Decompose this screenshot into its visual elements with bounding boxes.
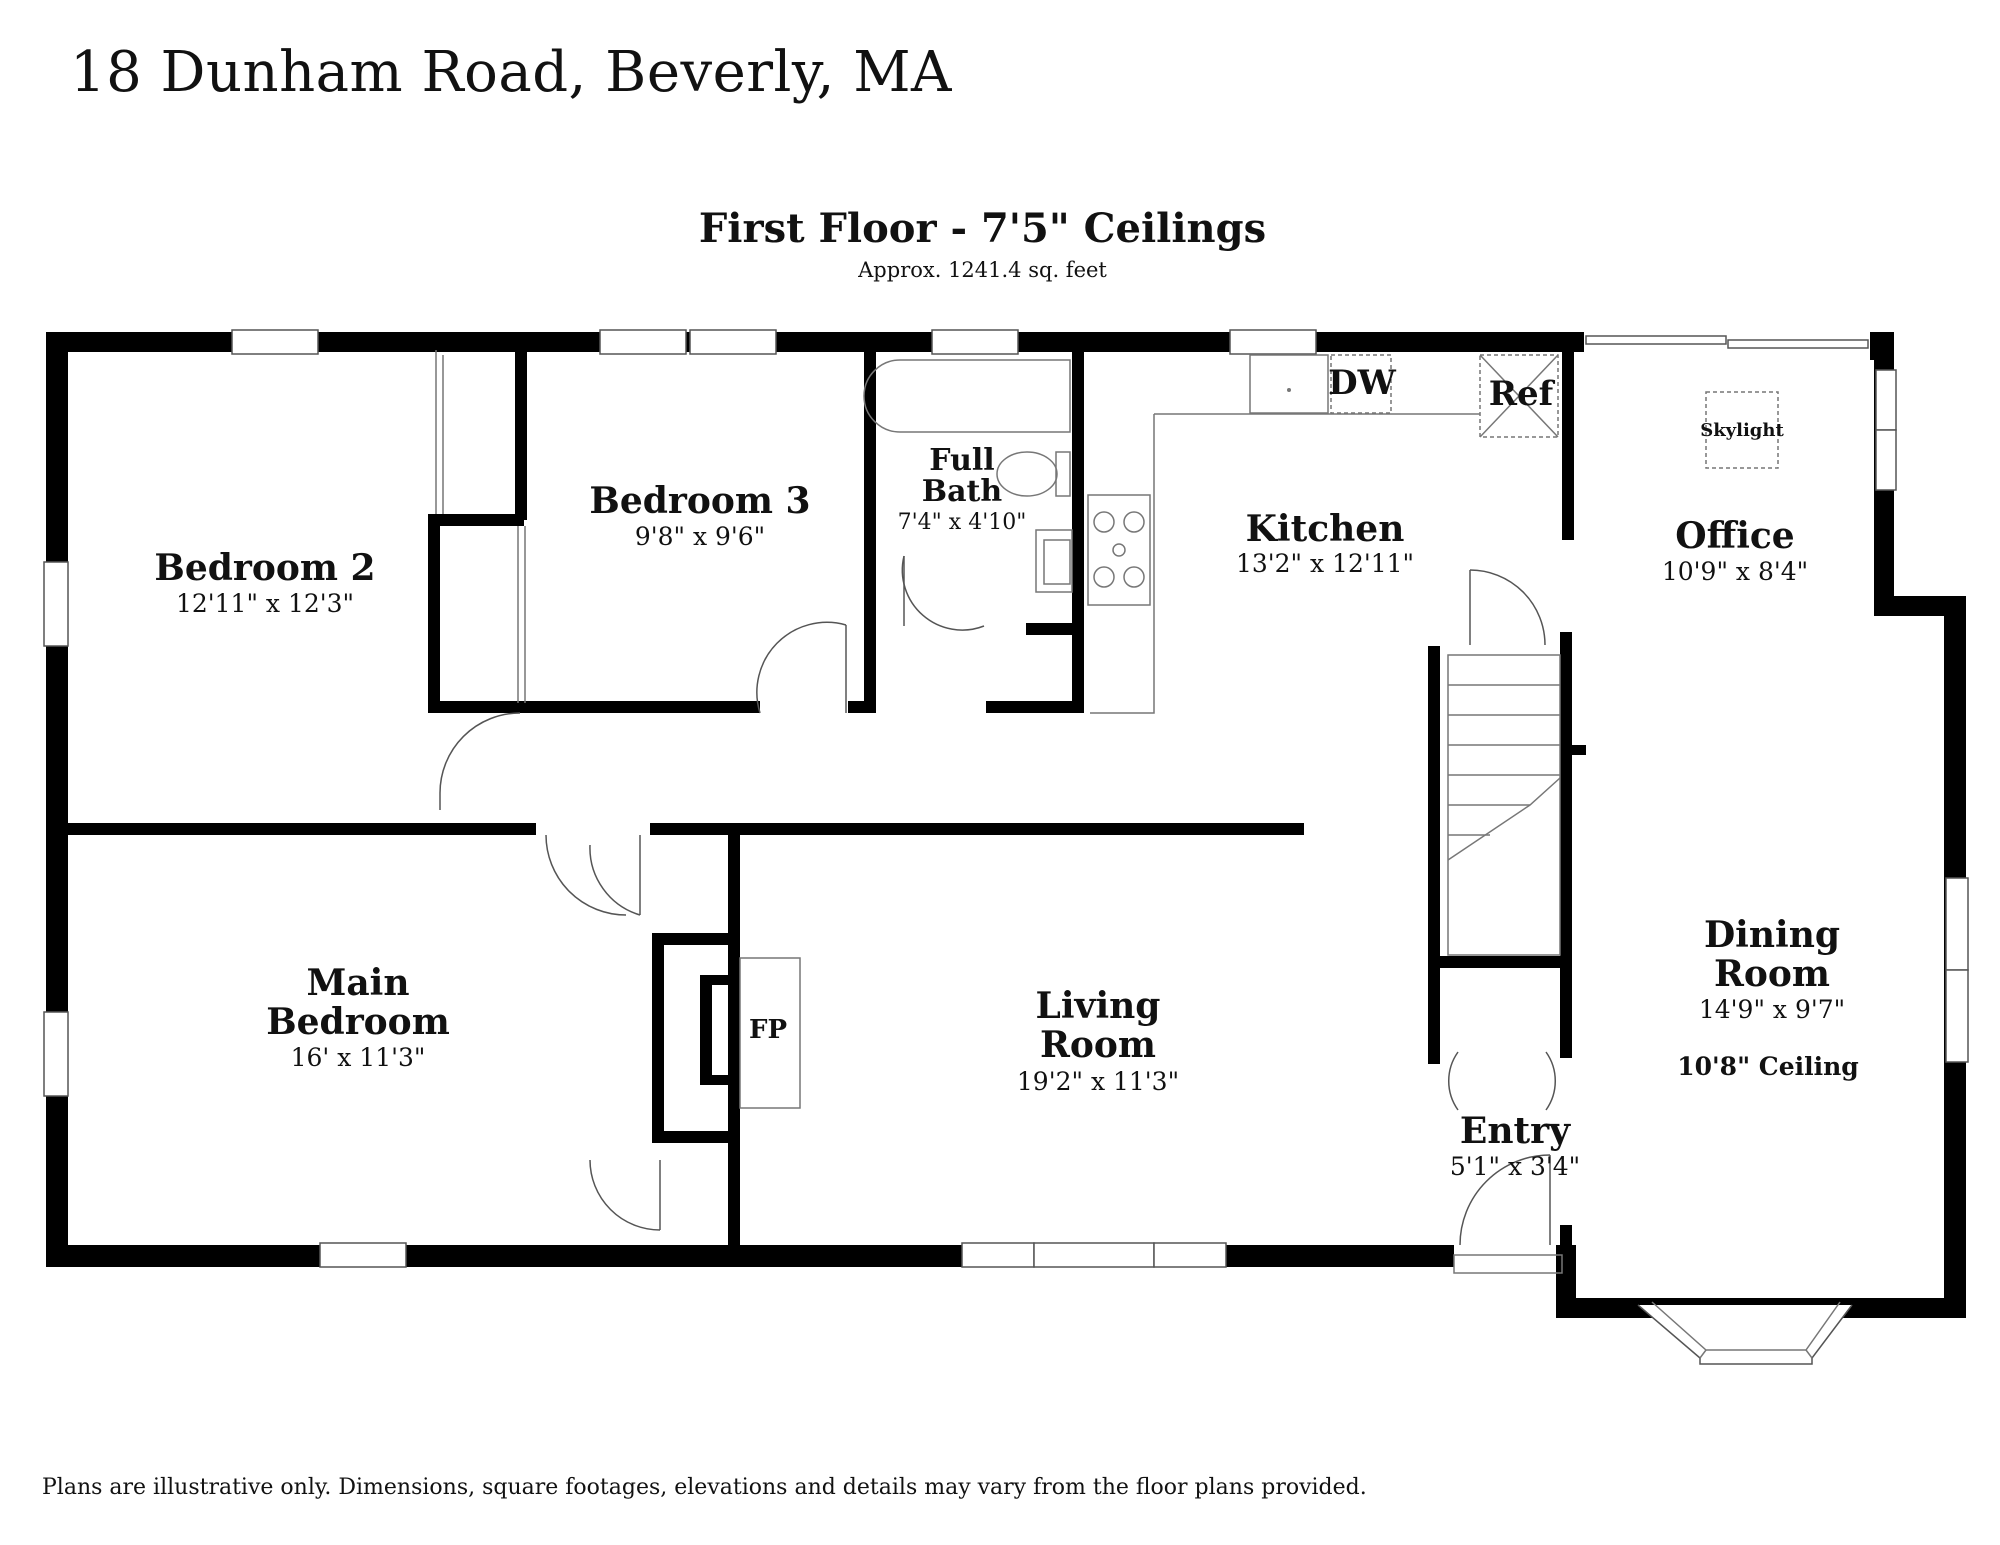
room-name-dining-room-line2: Room bbox=[1714, 953, 1830, 995]
windows bbox=[43, 329, 1969, 1365]
fireplace-hearth bbox=[739, 957, 801, 1109]
interior-walls bbox=[66, 350, 1586, 1255]
kitchen-fixtures bbox=[1087, 354, 1779, 714]
skylight-icon bbox=[1705, 391, 1779, 469]
floor-title: First Floor - 7'5" Ceilings bbox=[698, 205, 1267, 252]
fireplace-label: FP bbox=[749, 1015, 787, 1045]
room-dims-dining-room: 14'9" x 9'7" bbox=[1699, 995, 1845, 1024]
stove-icon bbox=[1087, 494, 1151, 606]
room-name-dining-room-line1: Dining bbox=[1704, 914, 1840, 956]
dining-room-ceiling-note: 10'8" Ceiling bbox=[1677, 1052, 1859, 1081]
room-name-bedroom-3: Bedroom 3 bbox=[589, 480, 810, 522]
room-name-main-bedroom-line1: Main bbox=[306, 962, 409, 1004]
dishwasher-label: DW bbox=[1328, 363, 1396, 403]
room-name-living-room-line2: Room bbox=[1040, 1024, 1156, 1066]
room-dims-office: 10'9" x 8'4" bbox=[1662, 557, 1808, 586]
refrigerator-icon bbox=[1479, 354, 1559, 438]
kitchen-sink-icon bbox=[1249, 354, 1329, 414]
bath-sink-icon bbox=[1035, 529, 1073, 593]
room-dims-living-room: 19'2" x 11'3" bbox=[1017, 1067, 1179, 1096]
room-dims-bedroom-2: 12'11" x 12'3" bbox=[176, 589, 354, 618]
floor-area: Approx. 1241.4 sq. feet bbox=[858, 258, 1107, 282]
room-dims-entry: 5'1" x 3'4" bbox=[1450, 1152, 1580, 1181]
room-dims-main-bedroom: 16' x 11'3" bbox=[291, 1043, 426, 1072]
doors bbox=[439, 555, 1563, 1274]
property-address: 18 Dunham Road, Beverly, MA bbox=[70, 40, 952, 105]
room-name-full-bath-line1: Full bbox=[929, 443, 994, 478]
stairs bbox=[1447, 654, 1561, 956]
room-name-full-bath-line2: Bath bbox=[922, 474, 1003, 509]
room-name-kitchen: Kitchen bbox=[1246, 508, 1405, 550]
room-name-living-room-line1: Living bbox=[1036, 985, 1161, 1027]
room-name-main-bedroom-line2: Bedroom bbox=[266, 1001, 450, 1043]
skylight-label: Skylight bbox=[1700, 420, 1784, 441]
room-name-office: Office bbox=[1675, 515, 1794, 557]
bath-fixtures bbox=[863, 359, 1073, 593]
room-name-entry: Entry bbox=[1460, 1110, 1571, 1152]
room-dims-bedroom-3: 9'8" x 9'6" bbox=[635, 522, 765, 551]
closet-lines bbox=[435, 350, 526, 703]
room-name-bedroom-2: Bedroom 2 bbox=[154, 547, 375, 589]
room-dims-kitchen: 13'2" x 12'11" bbox=[1236, 549, 1414, 578]
disclaimer: Plans are illustrative only. Dimensions,… bbox=[42, 1475, 1367, 1500]
bathtub-icon bbox=[863, 359, 1071, 433]
refrigerator-label: Ref bbox=[1489, 374, 1556, 414]
room-dims-full-bath: 7'4" x 4'10" bbox=[898, 510, 1027, 535]
toilet-icon bbox=[996, 451, 1058, 497]
dishwasher-icon bbox=[1330, 354, 1392, 414]
